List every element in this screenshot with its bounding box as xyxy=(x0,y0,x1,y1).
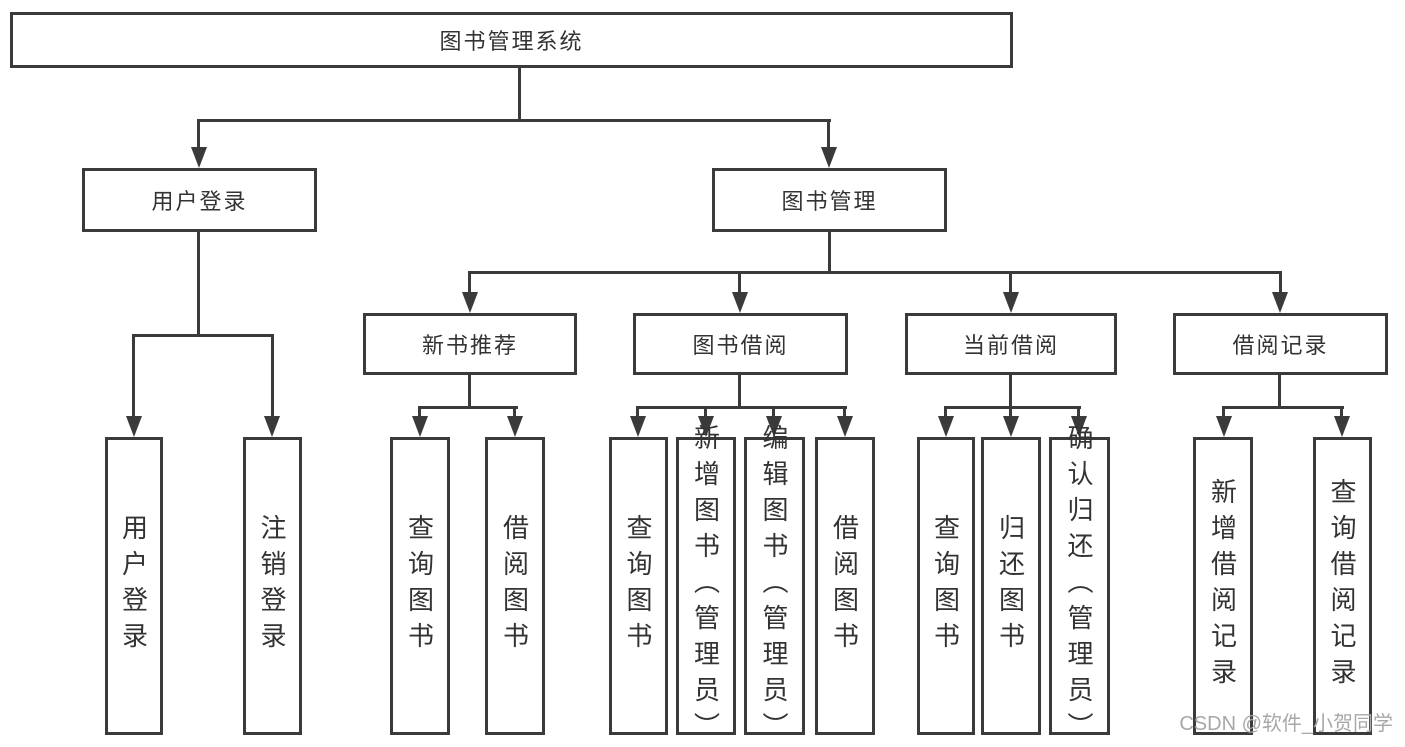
connector-line xyxy=(944,406,1081,409)
arrowhead-down-icon xyxy=(462,292,478,313)
node-label: 新增借阅记录 xyxy=(1207,478,1238,694)
connector-line xyxy=(1278,375,1281,409)
node-label: 用户登录 xyxy=(118,514,149,658)
connector-line xyxy=(772,406,775,419)
node-label: 归还图书 xyxy=(995,514,1026,658)
node-book-borrow: 图书借阅 xyxy=(633,313,848,375)
arrowhead-down-icon xyxy=(1216,416,1232,437)
node-label: 借阅图书 xyxy=(829,514,860,658)
connector-line xyxy=(738,375,741,409)
arrowhead-down-icon xyxy=(507,416,523,437)
arrowhead-down-icon xyxy=(732,292,748,313)
node-leaf-edit-books-admin: 编辑图书（管理员） xyxy=(744,424,805,747)
arrowhead-down-icon xyxy=(698,416,714,437)
node-label: 图书管理 xyxy=(781,189,878,214)
node-library-management-system: 图书管理系统 xyxy=(10,12,1013,68)
arrowhead-down-icon xyxy=(766,416,782,437)
node-current-borrow: 当前借阅 xyxy=(905,313,1117,375)
node-leaf-add-books-admin: 新增图书（管理员） xyxy=(676,424,736,747)
connector-line xyxy=(1009,406,1012,419)
arrowhead-down-icon xyxy=(1272,292,1288,313)
arrowhead-down-icon xyxy=(126,416,142,437)
node-label: 借阅图书 xyxy=(499,514,530,658)
node-borrow-records: 借阅记录 xyxy=(1173,313,1388,375)
connector-line xyxy=(513,406,516,419)
node-leaf-query-books-current: 查询图书 xyxy=(917,437,975,735)
arrowhead-down-icon xyxy=(1003,292,1019,313)
connector-line xyxy=(636,406,847,409)
connector-line xyxy=(1222,406,1344,409)
node-user-login: 用户登录 xyxy=(82,168,317,232)
connector-line xyxy=(738,271,741,295)
node-leaf-query-books-borrow: 查询图书 xyxy=(609,437,668,735)
connector-line xyxy=(418,406,518,409)
connector-line xyxy=(944,406,947,419)
connector-line xyxy=(1009,375,1012,409)
connector-line xyxy=(197,119,200,149)
node-label: 查询图书 xyxy=(404,514,435,658)
node-label: 编辑图书（管理员） xyxy=(759,424,789,747)
node-leaf-return-books: 归还图书 xyxy=(981,437,1041,735)
node-label: 用户登录 xyxy=(151,189,248,214)
connector-line xyxy=(468,271,1282,274)
connector-line xyxy=(468,271,471,295)
connector-line xyxy=(197,119,831,122)
arrowhead-down-icon xyxy=(412,416,428,437)
arrowhead-down-icon xyxy=(821,147,837,168)
connector-line xyxy=(1279,271,1282,295)
connector-line xyxy=(197,232,200,337)
node-label: 新书推荐 xyxy=(421,333,518,358)
node-label: 查询图书 xyxy=(623,514,653,658)
node-leaf-borrow-books: 借阅图书 xyxy=(815,437,875,735)
connector-line xyxy=(468,375,471,409)
connector-line xyxy=(704,406,707,419)
connector-line xyxy=(271,334,274,419)
arrowhead-down-icon xyxy=(264,416,280,437)
connector-line xyxy=(636,406,639,419)
node-label: 图书借阅 xyxy=(692,333,789,358)
node-leaf-query-borrow-record: 查询借阅记录 xyxy=(1313,437,1372,735)
connector-line xyxy=(132,334,274,337)
node-label: 新增图书（管理员） xyxy=(690,424,721,747)
node-leaf-user-login: 用户登录 xyxy=(105,437,163,735)
arrowhead-down-icon xyxy=(1334,416,1350,437)
connector-line xyxy=(827,119,830,149)
arrowhead-down-icon xyxy=(191,147,207,168)
node-label: 查询借阅记录 xyxy=(1327,478,1357,694)
node-book-management: 图书管理 xyxy=(712,168,947,232)
node-label: 当前借阅 xyxy=(962,333,1059,358)
node-label: 确认归还（管理员） xyxy=(1064,424,1094,747)
arrowhead-down-icon xyxy=(837,416,853,437)
node-leaf-confirm-return-admin: 确认归还（管理员） xyxy=(1049,424,1110,747)
connector-line xyxy=(843,406,846,419)
node-label: 借阅记录 xyxy=(1232,333,1329,358)
arrowhead-down-icon xyxy=(1071,416,1087,437)
connector-line xyxy=(1009,271,1012,295)
node-label: 查询图书 xyxy=(930,514,961,658)
arrowhead-down-icon xyxy=(630,416,646,437)
arrowhead-down-icon xyxy=(1003,416,1019,437)
node-label: 注销登录 xyxy=(257,514,287,658)
connector-line xyxy=(1077,406,1080,419)
connector-line xyxy=(1222,406,1225,419)
connector-line xyxy=(418,406,421,419)
csdn-watermark: CSDN @软件_小贺同学 xyxy=(1179,713,1393,735)
connector-line xyxy=(518,68,521,121)
node-leaf-query-books-recommend: 查询图书 xyxy=(390,437,450,735)
node-label: 图书管理系统 xyxy=(439,29,584,54)
node-leaf-add-borrow-record: 新增借阅记录 xyxy=(1193,437,1253,735)
node-new-book-recommend: 新书推荐 xyxy=(363,313,577,375)
connector-line xyxy=(132,334,135,419)
node-leaf-logout: 注销登录 xyxy=(243,437,302,735)
connector-line xyxy=(828,232,831,274)
arrowhead-down-icon xyxy=(938,416,954,437)
connector-line xyxy=(1340,406,1343,419)
node-leaf-borrow-books-recommend: 借阅图书 xyxy=(485,437,545,735)
